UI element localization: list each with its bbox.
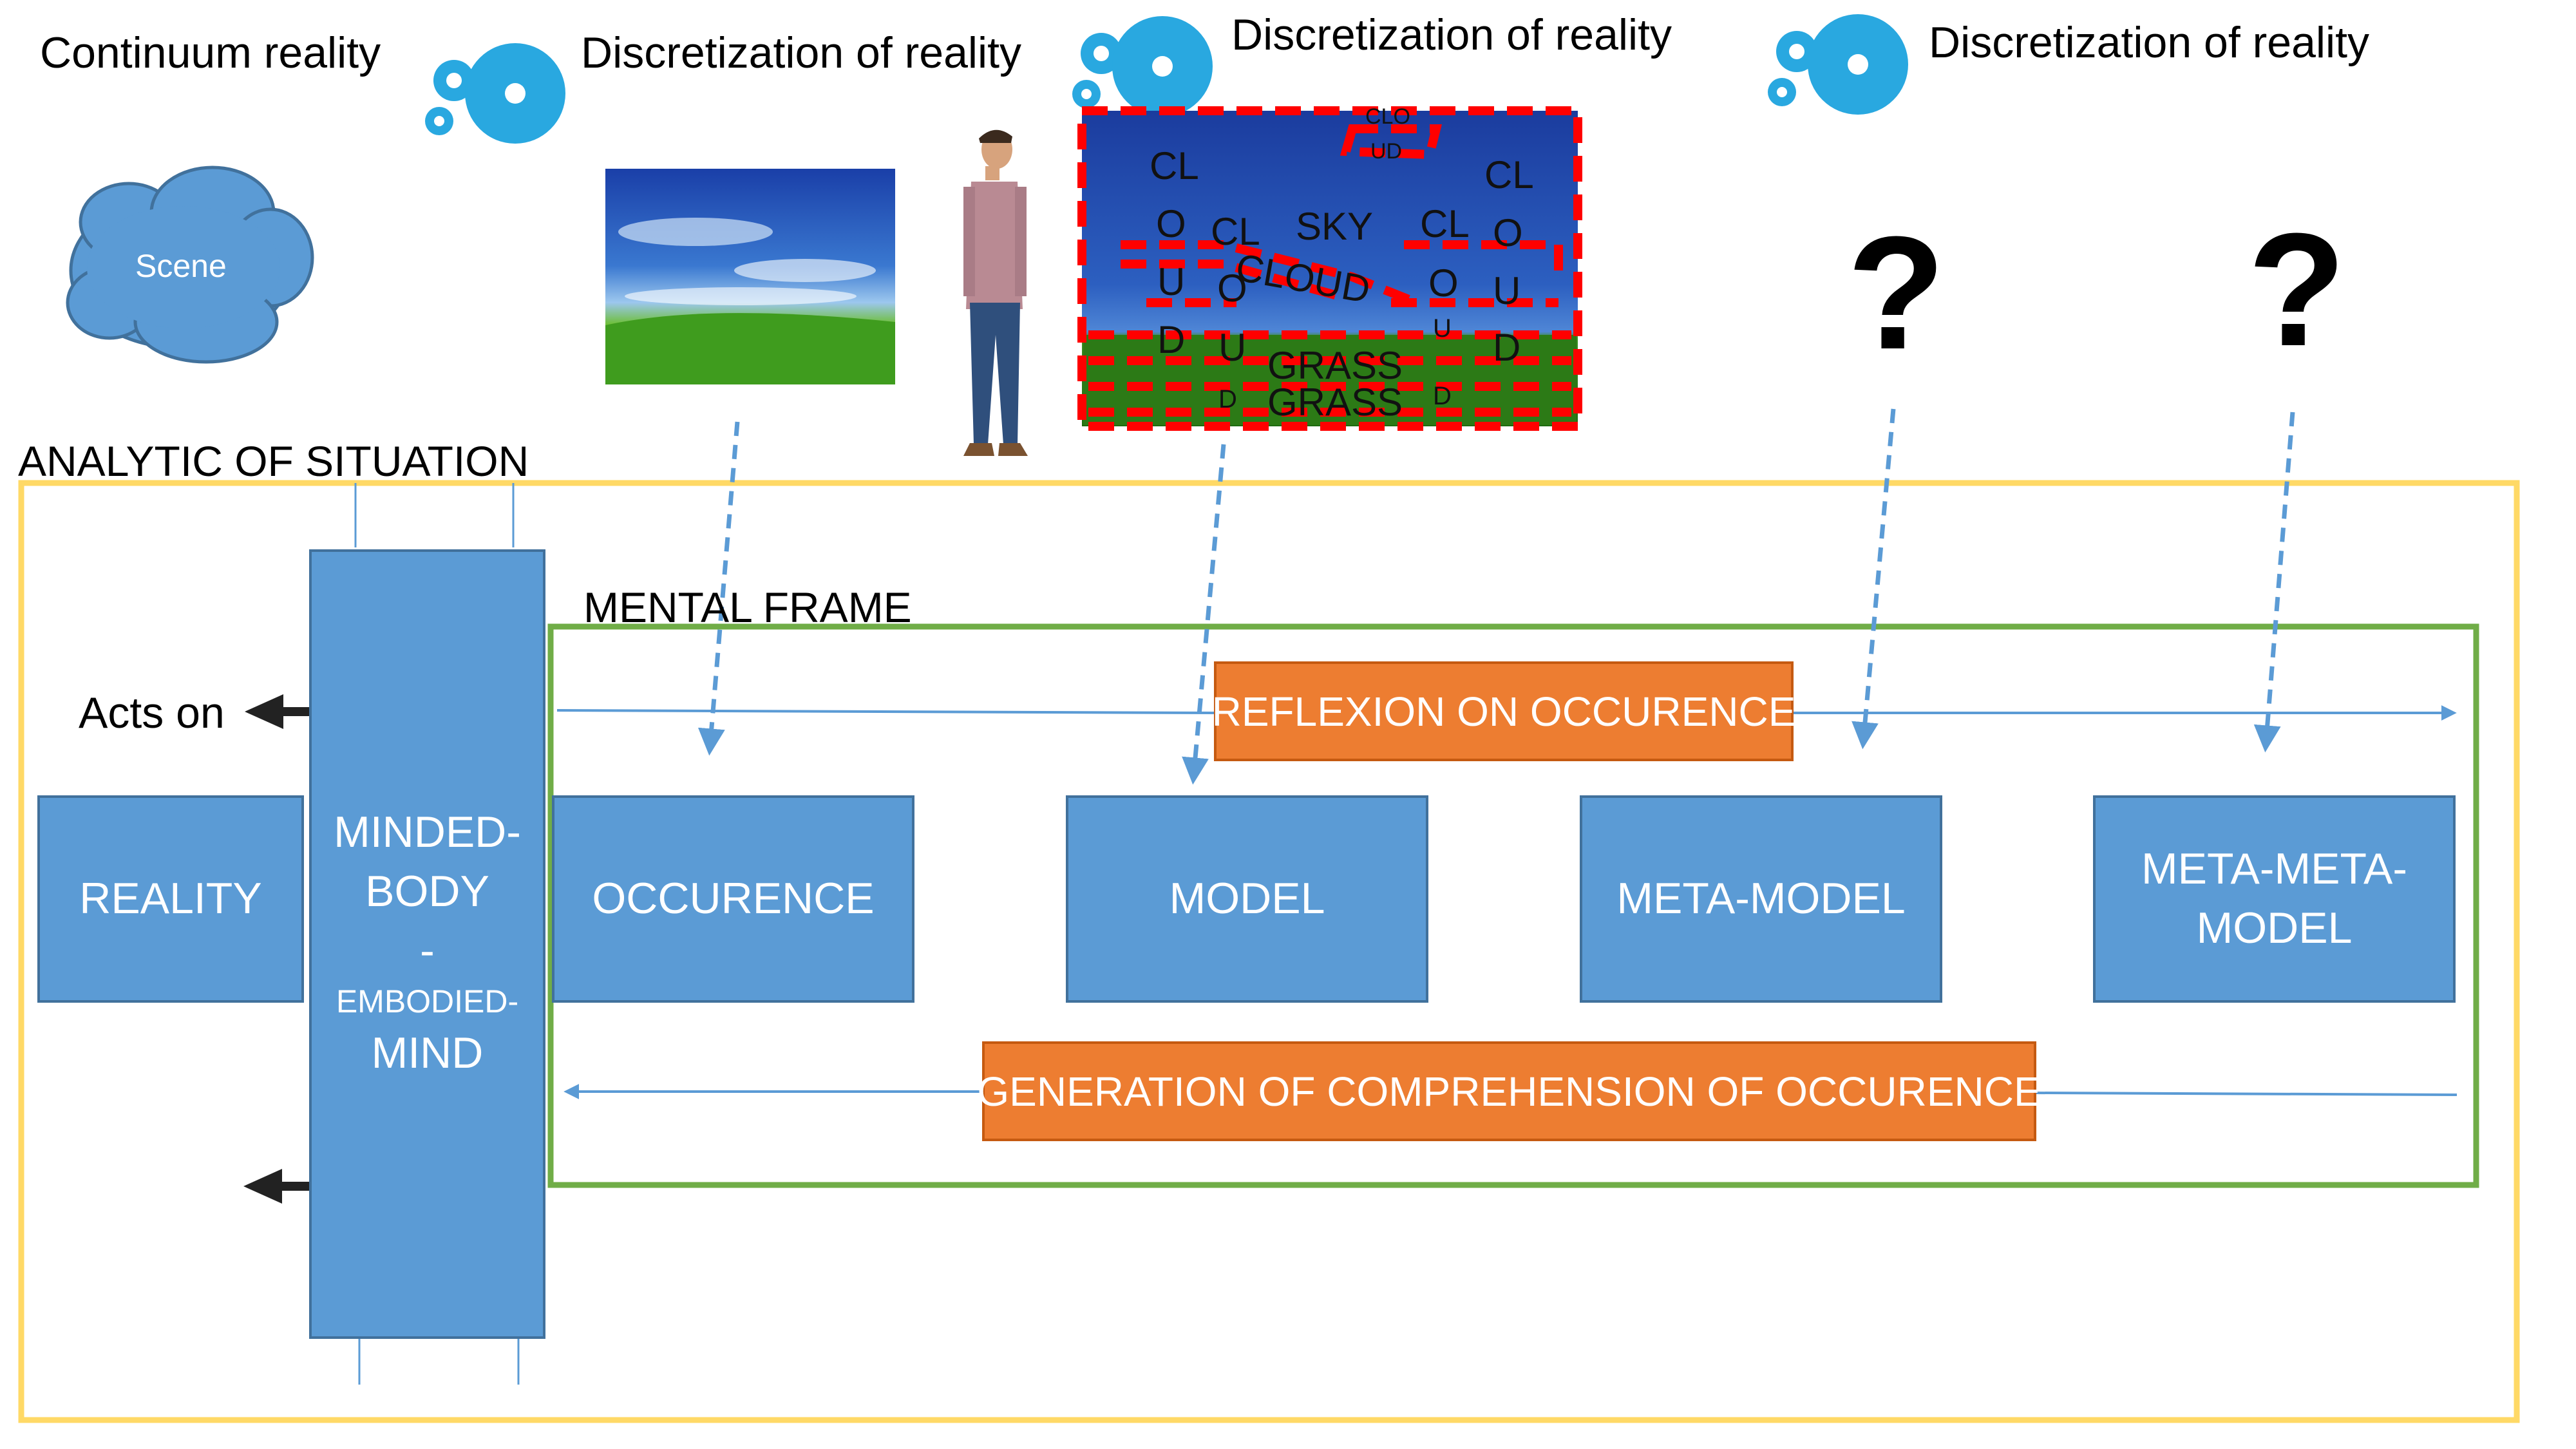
reflexion-flow-line [556,709,1215,714]
gear-icon-3 [1768,14,1908,115]
segment-label: CL [1211,210,1260,253]
segment-label: GRASS [1267,344,1403,387]
model-label: MODEL [1169,874,1325,923]
segment-label: SKY [1296,205,1374,248]
question-mark: ? [2248,200,2346,379]
segmented-photo [1077,106,1582,431]
generation-label: GENERATION OF COMPREHENSION OF OCCURENCE [977,1068,2041,1115]
segment-label: U [1433,314,1452,343]
reality-label: REALITY [79,874,262,923]
minded-body-box: MINDED- BODY - EMBODIED- MIND [309,549,545,1339]
acts-on-label: Acts on [79,688,225,737]
scene-cloud-icon [66,166,314,364]
dashed-arrows [697,408,2295,785]
meta-meta-model-line: MODEL [2196,904,2353,952]
segment-label: O [1428,261,1459,305]
discretization-label-1: Discretization of reality [581,28,1022,77]
discretization-label-2: Discretization of reality [1231,10,1672,59]
gear-icon-1 [425,43,565,144]
minded-body-line: BODY [365,866,489,916]
segment-label: O [1493,211,1523,254]
segment-label: O [1217,267,1247,310]
generation-of-comprehension-box: GENERATION OF COMPREHENSION OF OCCURENCE [977,1041,2041,1141]
reflexion-on-occurence-box: REFLEXION ON OCCURENCE [1211,661,1796,761]
segment-label: O [1156,202,1186,245]
segment-label: D [1218,385,1237,413]
landscape-photo [605,169,895,384]
occurence-box: OCCURENCE [552,795,914,1003]
meta-meta-model-box: META-META- MODEL [2093,795,2456,1003]
segment-label: CL [1484,153,1534,196]
scene-label: Scene [135,248,227,284]
minded-body-line: - [420,925,435,975]
segment-label: D [1157,318,1186,361]
segment-label: CL [1150,144,1199,187]
segment-label: D [1493,326,1521,369]
segment-label: GRASS [1267,381,1403,424]
analytic-frame [18,480,2520,1423]
mental-frame [547,623,2479,1188]
minded-body-line: EMBODIED- [336,983,519,1020]
segment-label: D [1433,382,1452,410]
reality-box: REALITY [37,795,304,1003]
generation-flow-line [2036,1092,2458,1096]
person-figure [963,129,1028,456]
segment-label: U [1157,260,1186,303]
segment-label: UD [1370,139,1403,164]
reflexion-label: REFLEXION ON OCCURENCE [1211,688,1796,735]
gear-icon-2 [1072,16,1213,117]
minded-body-line: MINDED- [334,808,521,857]
question-mark: ? [1847,203,1946,383]
mental-frame-title: MENTAL FRAME [583,583,912,631]
segment-label: CL [1420,202,1470,245]
model-box: MODEL [1066,795,1428,1003]
discretization-label-3: Discretization of reality [1929,18,2370,67]
occurence-label: OCCURENCE [592,874,875,923]
minded-body-line: MIND [371,1028,484,1077]
meta-meta-model-line: META-META- [2141,844,2407,894]
meta-model-box: META-MODEL [1580,795,1942,1003]
segment-label: CLO [1365,104,1410,129]
continuum-reality-label: Continuum reality [40,28,381,77]
segment-label: U [1493,269,1521,312]
analytic-frame-title: ANALYTIC OF SITUATION [18,437,529,485]
meta-model-label: META-MODEL [1616,874,1906,923]
segment-label: U [1218,326,1247,369]
